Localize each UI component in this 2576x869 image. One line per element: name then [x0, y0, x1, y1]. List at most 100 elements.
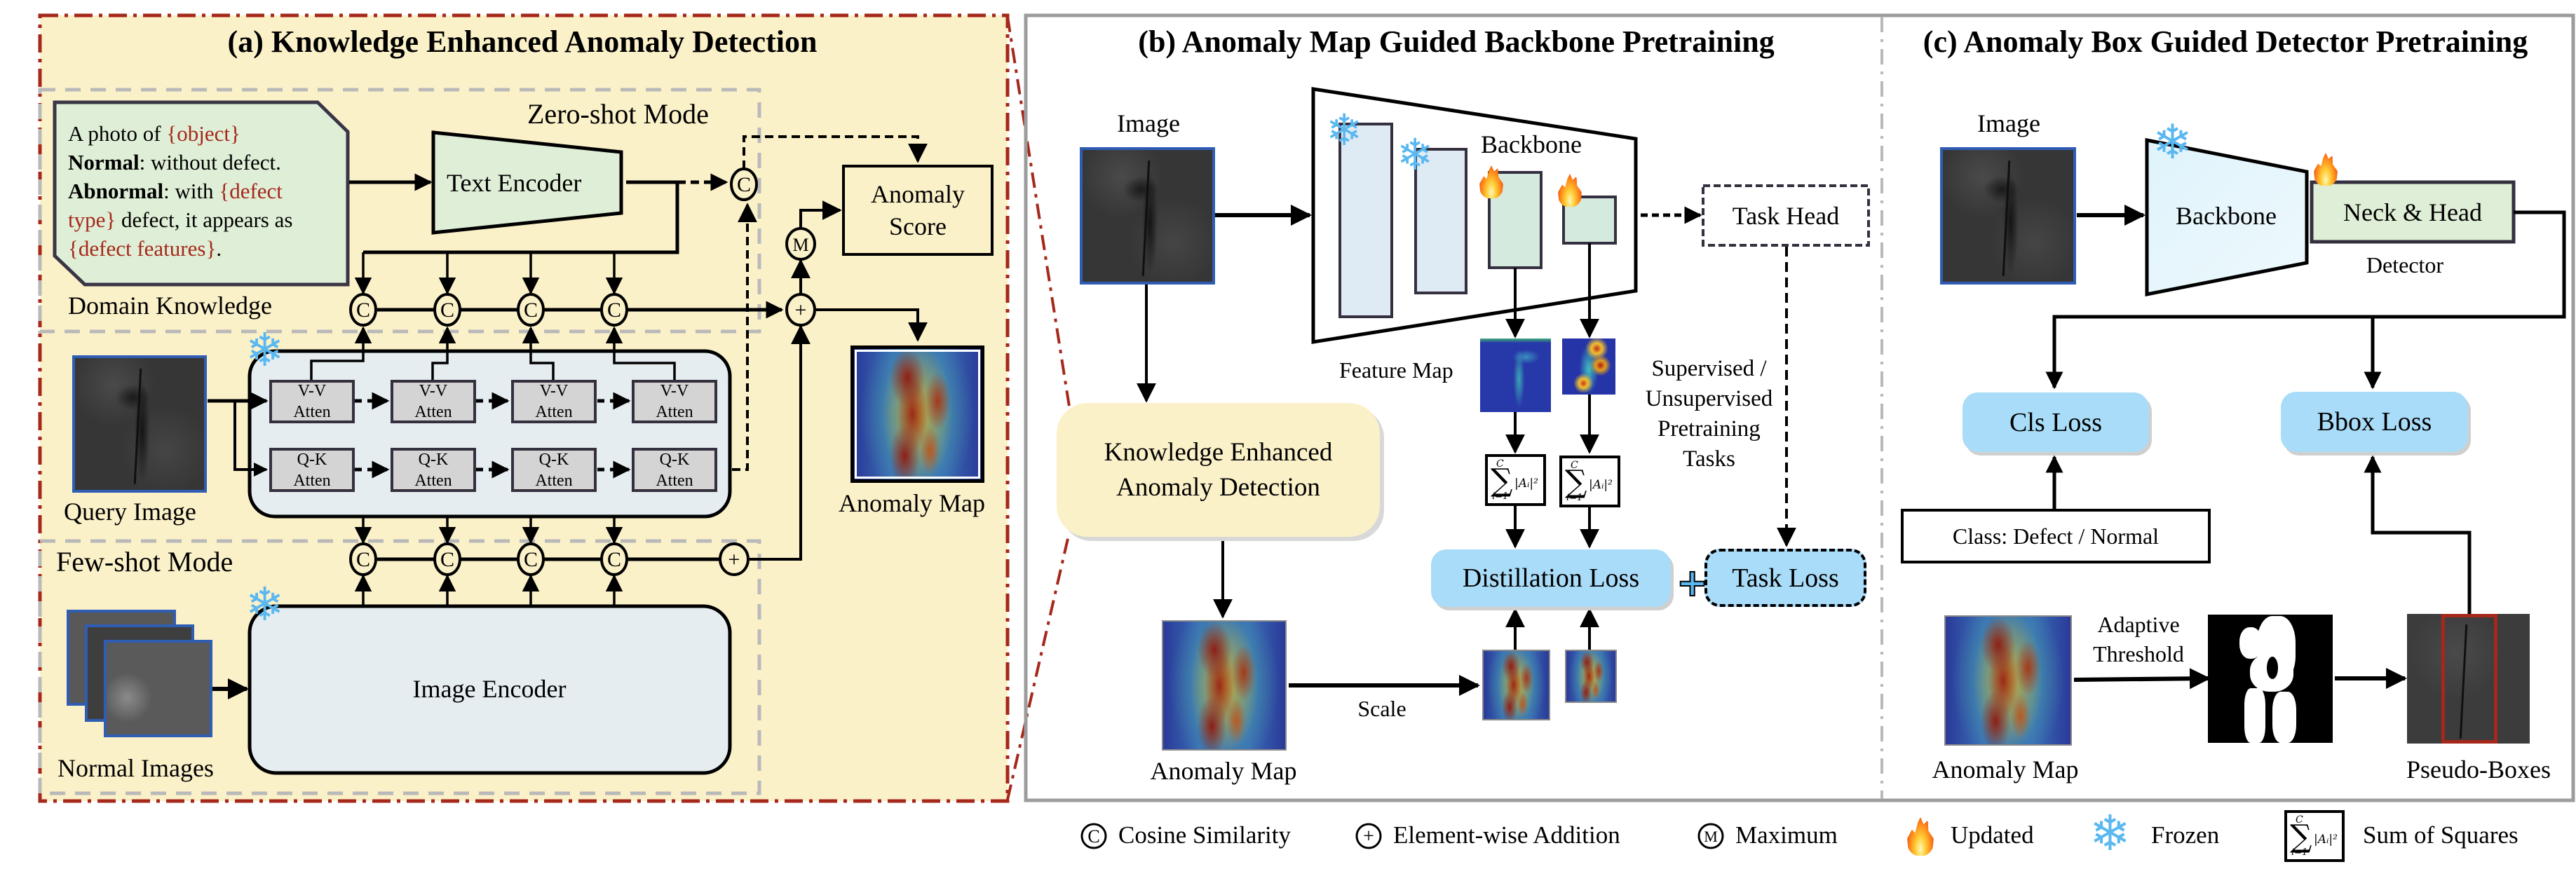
neck-head-box — [2310, 180, 2516, 244]
scaled-map-1 — [1482, 650, 1550, 720]
period: . — [216, 236, 222, 261]
panel-b-title: (b) Anomaly Map Guided Backbone Pretrain… — [1138, 25, 1775, 59]
prompt-line-1: A photo of — [68, 121, 167, 146]
legend-updated-label: Updated — [1951, 821, 2034, 849]
plus-icon: + — [1676, 561, 1709, 605]
cosine-similarity-op: C — [433, 542, 461, 576]
image-encoder-box — [248, 604, 732, 775]
atten-label: Atten — [656, 471, 693, 490]
backbone-c-shape — [2145, 137, 2309, 297]
image-encoder-label: Image Encoder — [412, 675, 567, 703]
sum-upper: C — [1496, 458, 1504, 470]
legend-cosine-similarity-icon: C — [1080, 822, 1108, 850]
zero-shot-mode-label: Zero-shot Mode — [527, 98, 709, 130]
cosine-similarity-op: C — [349, 293, 377, 327]
adaptive-threshold-label: Adaptive Threshold — [2086, 610, 2191, 669]
svg-text:C: C — [356, 299, 370, 322]
sum-upper: C — [2296, 814, 2303, 826]
anomaly-score-label: Anomaly Score — [843, 166, 992, 254]
sum-term: |Aᵢ|² — [2314, 833, 2338, 847]
domain-knowledge-text: A photo of {object} Normal: without defe… — [68, 119, 341, 263]
svg-text:C: C — [356, 548, 370, 571]
element-wise-addition-op: + — [719, 542, 750, 576]
svg-text:C: C — [440, 548, 454, 571]
adaptive-threshold-line-1: Adaptive — [2097, 612, 2180, 637]
backbone-b-label: Backbone — [1481, 130, 1582, 158]
anomaly-score-box — [842, 165, 994, 256]
image-c-label: Image — [1977, 109, 2040, 137]
sum-of-squares-box-2: C∑i=1|Aᵢ|² — [1559, 456, 1620, 507]
zoom-connector-top — [1006, 16, 1071, 407]
abnormal-key: Abnormal — [68, 179, 164, 203]
atten-label: Atten — [293, 403, 331, 421]
tasks-line-3: Pretraining — [1658, 416, 1761, 442]
input-image-c — [1940, 147, 2076, 285]
svg-text:+: + — [1363, 826, 1374, 847]
scale-label: Scale — [1357, 696, 1406, 721]
atten-label: Atten — [656, 403, 693, 421]
cosine-similarity-op: C — [349, 542, 377, 576]
snowflake-icon: ❄ — [1326, 104, 1362, 156]
anomaly-map-c-label: Anomaly Map — [1932, 755, 2079, 784]
feature-map-2 — [1562, 338, 1615, 395]
tasks-line-1: Supervised / — [1651, 356, 1767, 381]
text-encoder-shape — [431, 130, 623, 235]
sigma-icon: ∑ — [1565, 464, 1587, 500]
anomaly-map-b-label: Anomaly Map — [1150, 757, 1297, 785]
cosine-similarity-op: C — [600, 542, 628, 576]
legend-maximum-label: Maximum — [1735, 821, 1838, 849]
input-image-b — [1080, 147, 1215, 285]
svg-text:M: M — [792, 235, 808, 255]
normal-images-label: Normal Images — [57, 754, 214, 782]
defect-type-variable-cont: type} — [68, 207, 116, 232]
distillation-loss-box: Distillation Loss — [1431, 549, 1671, 607]
kead-line-1: Knowledge Enhanced — [1104, 437, 1333, 467]
kead-box: Knowledge Enhanced Anomaly Detection — [1057, 403, 1380, 537]
query-image-label: Query Image — [64, 498, 196, 526]
task-head-label: Task Head — [1732, 201, 1840, 230]
image-b-label: Image — [1117, 109, 1180, 137]
legend-sum-of-squares-icon: C∑i=1|Aᵢ|² — [2284, 810, 2345, 862]
legend-frozen-label: Frozen — [2151, 821, 2220, 849]
binary-mask — [2208, 615, 2333, 743]
normal-key: Normal — [68, 150, 140, 175]
feature-map-1 — [1480, 338, 1551, 412]
sigma-icon: ∑ — [1491, 463, 1513, 498]
scaled-map-2 — [1565, 650, 1617, 703]
feature-map-label: Feature Map — [1339, 357, 1453, 383]
sum-term: |Aᵢ|² — [1514, 477, 1538, 491]
text-encoder-label: Text Encoder — [447, 169, 582, 197]
task-loss-box: Task Loss — [1704, 549, 1866, 607]
legend-element-wise-addition-label: Element-wise Addition — [1393, 821, 1620, 849]
tasks-line-4: Tasks — [1683, 446, 1735, 472]
normal-text: : without defect. — [139, 150, 281, 175]
sum-of-squares-box-1: C∑i=1|Aᵢ|² — [1485, 454, 1546, 506]
anomaly-score-line-1: Anomaly — [871, 180, 965, 208]
class-label-box — [1901, 509, 2211, 563]
anomaly-score-line-2: Score — [889, 212, 947, 240]
panel-a-title: (a) Knowledge Enhanced Anomaly Detection — [227, 25, 818, 59]
query-image — [72, 355, 207, 493]
cosine-similarity-op: C — [517, 542, 545, 576]
legend-cosine-similarity-label: Cosine Similarity — [1118, 821, 1291, 849]
neck-head-label: Neck & Head — [2343, 198, 2482, 226]
pretraining-tasks-text: Supervised / Unsupervised Pretraining Ta… — [1637, 354, 1781, 474]
defect-type-variable: {defect — [219, 179, 283, 203]
object-variable: {object} — [166, 121, 240, 146]
svg-text:C: C — [607, 299, 621, 322]
cosine-similarity-op: C — [433, 293, 461, 327]
few-shot-region — [38, 539, 761, 795]
atten-label: Atten — [293, 471, 331, 490]
snowflake-icon: ❄ — [2153, 115, 2192, 170]
class-label-text: Class: Defect / Normal — [1952, 523, 2160, 549]
vv-label: V-V — [297, 382, 327, 400]
sum-upper: C — [1571, 460, 1578, 471]
svg-text:C: C — [1087, 826, 1099, 847]
